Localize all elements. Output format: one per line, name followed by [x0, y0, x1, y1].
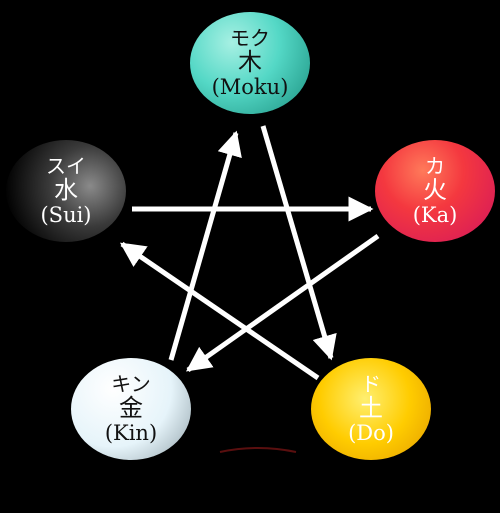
element-do-earth: ド 土 (Do) — [311, 358, 431, 460]
element-ka-fire: カ 火 (Ka) — [375, 140, 495, 242]
moku-kana: モク — [230, 25, 270, 50]
sui-roman: (Sui) — [40, 202, 92, 227]
arrow-moku-to-do — [260, 125, 337, 361]
sui-kanji: 水 — [54, 176, 78, 204]
kin-roman: (Kin) — [104, 420, 158, 445]
do-kanji: 土 — [359, 394, 383, 422]
kin-kana: キン — [111, 371, 151, 396]
arrow-kin-to-moku — [168, 130, 242, 361]
kin-kanji: 金 — [119, 394, 143, 422]
moku-kanji: 木 — [238, 48, 262, 76]
ka-roman: (Ka) — [412, 202, 458, 227]
ka-kana: カ — [425, 153, 445, 178]
moku-roman: (Moku) — [211, 74, 289, 99]
ka-kanji: 火 — [423, 176, 447, 204]
arrow-ka-to-kin — [185, 233, 380, 373]
element-kin-metal: キン 金 (Kin) — [71, 358, 191, 460]
element-sui-water: スイ 水 (Sui) — [6, 140, 126, 242]
sui-kana: スイ — [46, 153, 86, 178]
decorative-arc — [219, 447, 297, 453]
arrow-do-to-sui — [119, 241, 320, 381]
element-moku-wood: モク 木 (Moku) — [190, 12, 310, 114]
do-roman: (Do) — [348, 420, 394, 445]
do-kana: ド — [361, 371, 381, 396]
